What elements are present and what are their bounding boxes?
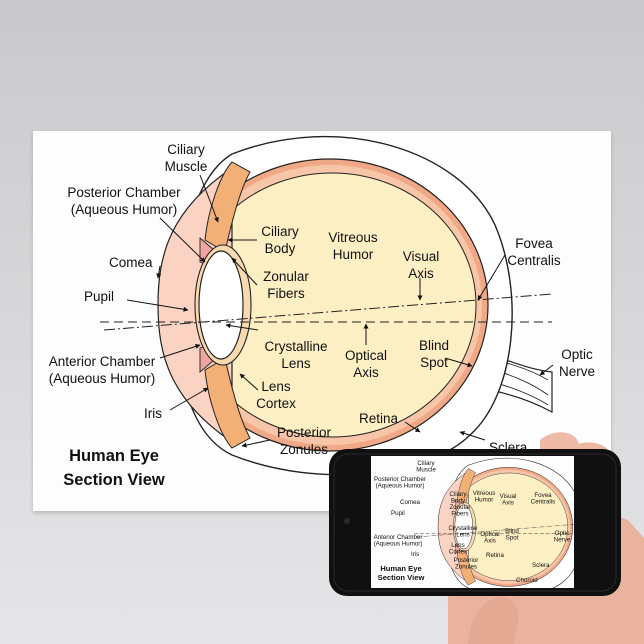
screen-label-anterior-chamber: Anterior Chamber(Aqueous Humor)	[374, 534, 423, 548]
phone-camera	[344, 518, 350, 524]
label-retina: Retina	[359, 411, 399, 426]
label-anterior-chamber: Anterior Chamber(Aqueous Humor)	[49, 354, 156, 386]
screen-label-retina: Retina	[486, 552, 504, 559]
screen-label-posterior-chamber: Posterior Chamber(Aqueous Humor)	[374, 476, 426, 490]
label-pupil: Pupil	[84, 289, 114, 304]
label-cornea: Comea	[109, 255, 153, 270]
screen-title-line2: Section View	[378, 573, 425, 582]
screen-label-cornea: Comea	[400, 499, 421, 506]
thumb	[468, 597, 519, 644]
leader-lines	[126, 174, 554, 448]
screen-label-choroid: Choroid	[516, 577, 538, 584]
screen-title-line1: Human Eye	[380, 564, 421, 573]
title-line2: Section View	[63, 471, 165, 489]
screen-label-iris: Iris	[411, 551, 419, 558]
screen-label-sclera: Sclera	[532, 562, 550, 569]
title-line1: Human Eye	[69, 447, 159, 465]
label-iris: Iris	[144, 406, 162, 421]
screen-label-pupil: Pupil	[391, 510, 405, 517]
label-posterior-chamber: Posterior Chamber(Aqueous Humor)	[67, 185, 181, 217]
